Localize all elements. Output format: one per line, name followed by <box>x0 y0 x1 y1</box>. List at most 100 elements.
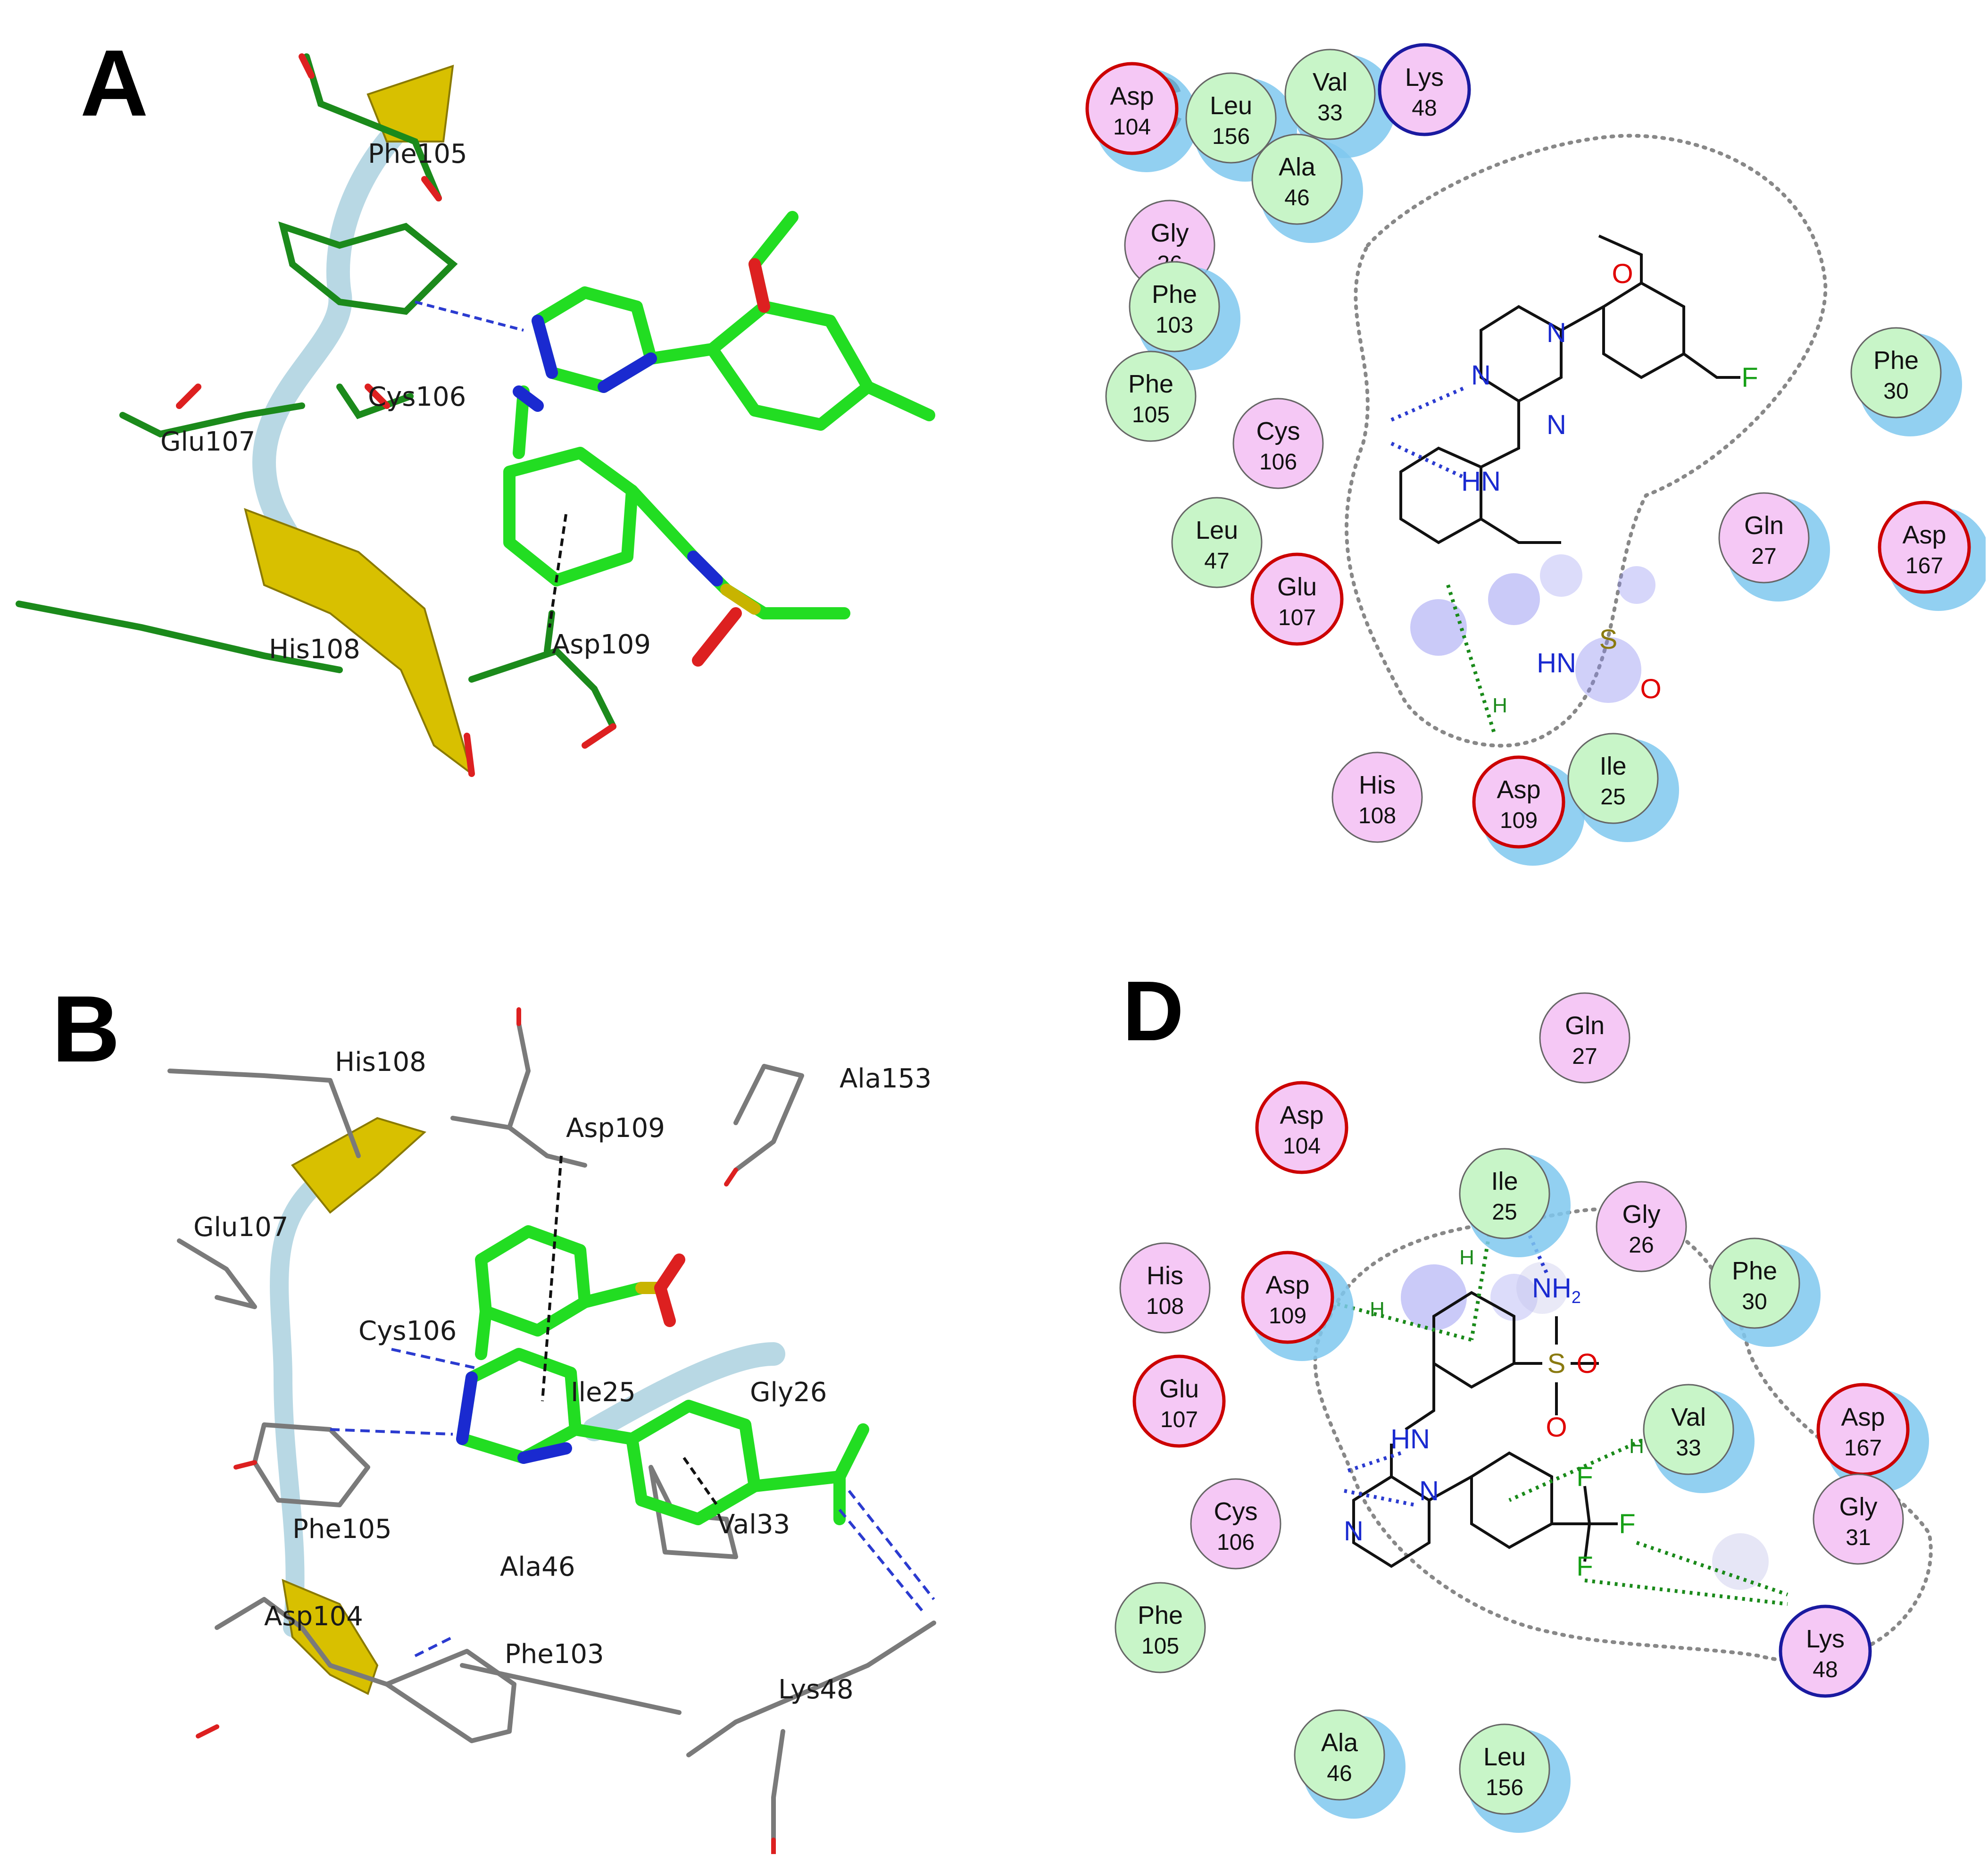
residue-number: 107 <box>1278 605 1316 630</box>
residue-discs: Asp104Leu156Val33Lys48Ala46Gly26Phe103Ph… <box>1085 43 1986 866</box>
c-residue-phe30: Phe 30 <box>1850 327 1962 436</box>
d-residue-asp104: Asp104 <box>1255 1081 1348 1174</box>
atom-h: H <box>1629 1435 1644 1458</box>
atom-o: O <box>1612 259 1633 289</box>
label-cys106: Cys106 <box>358 1316 457 1346</box>
label-glu107: Glu107 <box>193 1212 288 1243</box>
residue-name: His <box>1147 1262 1183 1290</box>
exposure-blobs <box>1401 1262 1769 1590</box>
atom-h: H <box>1459 1246 1474 1269</box>
d-residue-leu156: Leu 156 <box>1459 1723 1571 1833</box>
beta-ribbon <box>291 1117 426 1214</box>
residue-number: 109 <box>1269 1304 1306 1329</box>
label-asp109: Asp109 <box>552 629 651 660</box>
residue-number: 48 <box>1412 96 1437 121</box>
oxygen-sticks <box>196 1007 776 1854</box>
residue-name: Val <box>1313 68 1348 96</box>
residue-number: 156 <box>1212 124 1250 149</box>
hbond-arrows <box>1390 385 1468 478</box>
residue-number: 167 <box>1844 1436 1882 1461</box>
residue-number: 108 <box>1358 803 1396 828</box>
label-gly26: Gly26 <box>750 1377 827 1408</box>
pi-line <box>682 1457 718 1506</box>
c-residue-lys48: Lys48 <box>1378 43 1471 136</box>
residue-name: Ala <box>1321 1729 1358 1757</box>
residue-name: Asp <box>1265 1271 1309 1299</box>
c-residue-cys106: Cys 106 <box>1232 398 1324 489</box>
label-ile25: Ile25 <box>571 1377 636 1408</box>
hbond-line <box>415 301 524 332</box>
label-asp109: Asp109 <box>566 1113 665 1144</box>
residue-number: 104 <box>1113 115 1151 140</box>
residue-name: Leu <box>1483 1743 1526 1771</box>
residue-name: Leu <box>1210 92 1252 120</box>
atom-o: O <box>1640 674 1661 704</box>
residue-name: Cys <box>1256 417 1300 445</box>
residue-number: 46 <box>1327 1761 1352 1786</box>
c-residue-asp104: Asp104 <box>1085 62 1198 172</box>
atom-n: N <box>1547 318 1566 348</box>
residue-number: 27 <box>1751 544 1776 569</box>
residue-name: Val <box>1671 1403 1706 1431</box>
atom-o: O <box>1576 1348 1597 1379</box>
atom-n: N <box>1547 409 1566 440</box>
residue-name: Glu <box>1159 1375 1199 1403</box>
residue-name: Lys <box>1806 1625 1845 1653</box>
c-residue-glu107: Glu107 <box>1250 552 1344 646</box>
residue-number: 167 <box>1905 553 1943 578</box>
atom-f: F <box>1576 1551 1593 1582</box>
c-residue-asp109: Asp109 <box>1472 755 1585 866</box>
residue-number: 30 <box>1883 379 1908 404</box>
label-asp104: Asp104 <box>264 1601 363 1632</box>
residue-number: 109 <box>1500 808 1538 833</box>
atom-s: S <box>1599 624 1618 655</box>
pi-h-line <box>548 514 567 628</box>
residue-number: 105 <box>1141 1634 1179 1659</box>
residue-name: Ala <box>1279 153 1316 181</box>
residue-name: Leu <box>1196 516 1238 544</box>
residue-number: 106 <box>1259 450 1297 475</box>
beta-ribbon <box>244 508 474 777</box>
residue-name: His <box>1359 771 1396 799</box>
arene-h-lines <box>1329 1226 1788 1606</box>
c-residue-phe103: Phe103 <box>1129 261 1240 370</box>
residue-name: Phe <box>1732 1257 1777 1285</box>
label-his108: His108 <box>269 634 360 665</box>
residue-number: 33 <box>1317 100 1342 125</box>
residue-name: Ile <box>1599 752 1626 780</box>
oxygen-sticks <box>176 53 616 777</box>
label-ala46: Ala46 <box>500 1552 575 1582</box>
residue-name: Asp <box>1902 521 1946 549</box>
label-glu107: Glu107 <box>160 426 255 457</box>
atom-h: H <box>1492 694 1507 717</box>
ligand-heteroatoms <box>456 1253 685 1464</box>
c-residue-asp167: Asp 167 <box>1878 501 1986 611</box>
c-residue-phe105: Phe105 <box>1105 351 1197 442</box>
d-residue-cys106: Cys106 <box>1190 1478 1281 1570</box>
d-residue-gly26: Gly26 <box>1596 1181 1687 1272</box>
residue-number: 27 <box>1572 1044 1597 1069</box>
residue-name: Phe <box>1873 346 1919 375</box>
residue-number: 156 <box>1486 1775 1523 1800</box>
atom-hn: HN <box>1537 648 1576 678</box>
d-residue-glu107: Glu107 <box>1132 1354 1226 1448</box>
backbone-tube <box>582 1342 785 1441</box>
atom-hn: HN <box>1461 466 1501 497</box>
atom-f: F <box>1741 362 1758 393</box>
arene-h-line <box>1446 584 1497 737</box>
label-phe105: Phe105 <box>368 139 467 169</box>
panel-b: B <box>52 977 936 1854</box>
residue-number: 46 <box>1284 185 1309 210</box>
residue-number: 48 <box>1813 1657 1838 1682</box>
panel-d: D NH2 S O O HN N N F F F H H H <box>1115 964 1933 1833</box>
residue-sticks <box>16 53 616 730</box>
label-cys106: Cys106 <box>368 382 466 412</box>
residue-number: 105 <box>1132 402 1170 427</box>
d-residue-his108: His108 <box>1119 1242 1211 1334</box>
